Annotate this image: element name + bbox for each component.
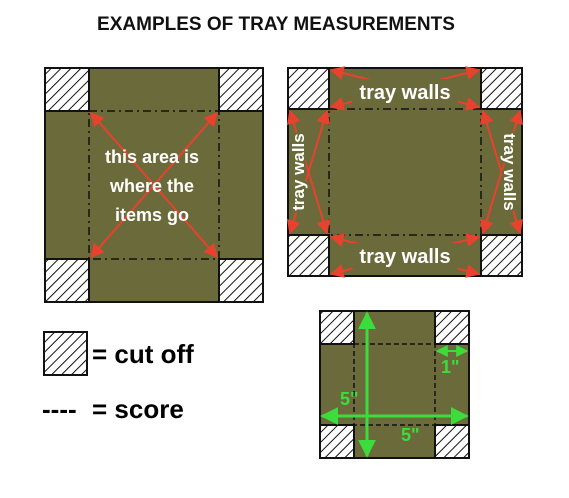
center-text-line: where the: [109, 176, 194, 196]
cut-off-corner: [44, 258, 90, 303]
cut-off-corner: [434, 310, 470, 345]
horizontal-dimension-label: 5": [401, 425, 420, 445]
score-legend-label: = score: [92, 394, 184, 424]
tray-walls-label-bottom: tray walls: [359, 246, 450, 268]
label-bg: [352, 243, 458, 269]
legend: = cut off ---- = score: [42, 331, 194, 424]
wall-arrow: [479, 109, 524, 235]
vertical-dimension-label: 5": [340, 389, 359, 409]
cut-off-corner: [319, 424, 355, 459]
wall-arrow: [286, 109, 331, 235]
corner-dimension-label: 1": [441, 357, 460, 377]
cut-off-corner: [434, 424, 470, 459]
cut-off-corner: [480, 234, 523, 277]
cut-off-swatch: [43, 331, 88, 376]
diagonal-arrow: [90, 111, 218, 259]
score-line: [88, 110, 220, 260]
diagram-tray-walls: tray walls tray walls tray walls tray wa…: [286, 66, 524, 278]
tray-walls-label-top: tray walls: [359, 82, 450, 104]
cut-off-corner: [480, 67, 523, 110]
cut-off-corner: [218, 258, 264, 303]
diagram-dimensions: 5" 5" 1": [319, 310, 470, 459]
cut-off-corner: [218, 67, 264, 112]
cut-off-corner: [287, 234, 330, 277]
center-text-line: items go: [115, 205, 189, 225]
score-line: [353, 343, 436, 426]
cut-off-legend-label: = cut off: [92, 339, 194, 369]
cut-off-corner: [287, 67, 330, 110]
cut-off-corner: [319, 310, 355, 345]
center-text-line: this area is: [105, 147, 199, 167]
tray-walls-label-left: tray walls: [289, 133, 308, 211]
tray-walls-label-right: tray walls: [500, 133, 519, 211]
page-title: EXAMPLES OF TRAY MEASUREMENTS: [97, 14, 455, 35]
label-bg: [352, 79, 458, 105]
diagram-items-area: this area is where the items go: [44, 67, 264, 303]
score-dash-sample: ----: [42, 394, 77, 424]
cut-off-corner: [44, 67, 90, 112]
